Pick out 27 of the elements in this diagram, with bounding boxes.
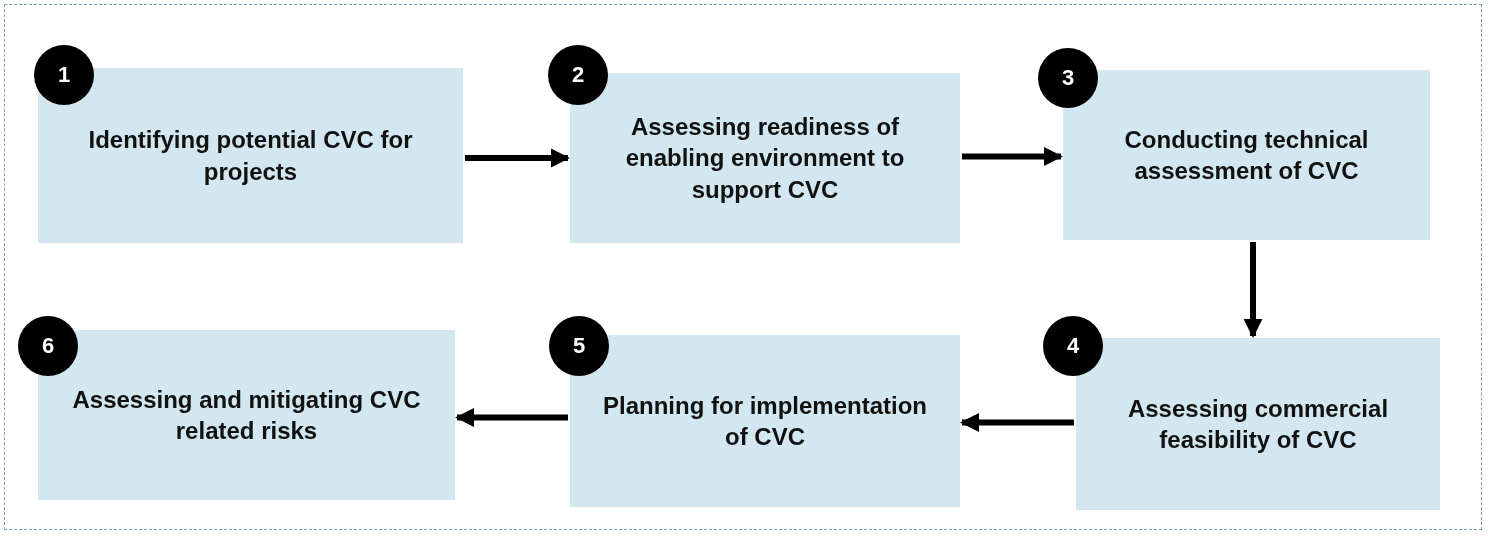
- step-number: 2: [571, 62, 585, 88]
- step-number: 3: [1061, 65, 1075, 91]
- step-number-circle: [18, 316, 78, 376]
- step-label: Assessing and mitigating CVC related risks: [71, 384, 422, 446]
- step-number-circle: [549, 316, 609, 376]
- step-number: 5: [572, 333, 586, 359]
- arrow: [962, 146, 1063, 167]
- arrow: [465, 148, 570, 168]
- step-label: Assessing readiness of enabling environment to support CVC: [624, 112, 906, 205]
- arrow: [960, 412, 1074, 433]
- arrow: [1243, 242, 1263, 338]
- step-number: 4: [1066, 333, 1080, 359]
- step-number-circle: [1038, 48, 1098, 108]
- step-number-circle: [1043, 316, 1103, 376]
- step-label: Assessing commercial feasibility of CVC: [1126, 393, 1390, 455]
- step-label: Planning for implementation of CVC: [602, 390, 928, 452]
- arrow: [455, 407, 568, 428]
- step-number: 1: [57, 62, 71, 88]
- process-box: [38, 68, 463, 243]
- process-box: [1063, 70, 1430, 240]
- process-box: [570, 335, 960, 507]
- step-label: Identifying potential CVC for projects: [87, 125, 414, 187]
- process-box: [38, 330, 455, 500]
- step-number: 6: [41, 333, 55, 359]
- step-number-circle: [34, 45, 94, 105]
- step-number-circle: [548, 45, 608, 105]
- step-label: Conducting technical assessment of CVC: [1123, 124, 1370, 186]
